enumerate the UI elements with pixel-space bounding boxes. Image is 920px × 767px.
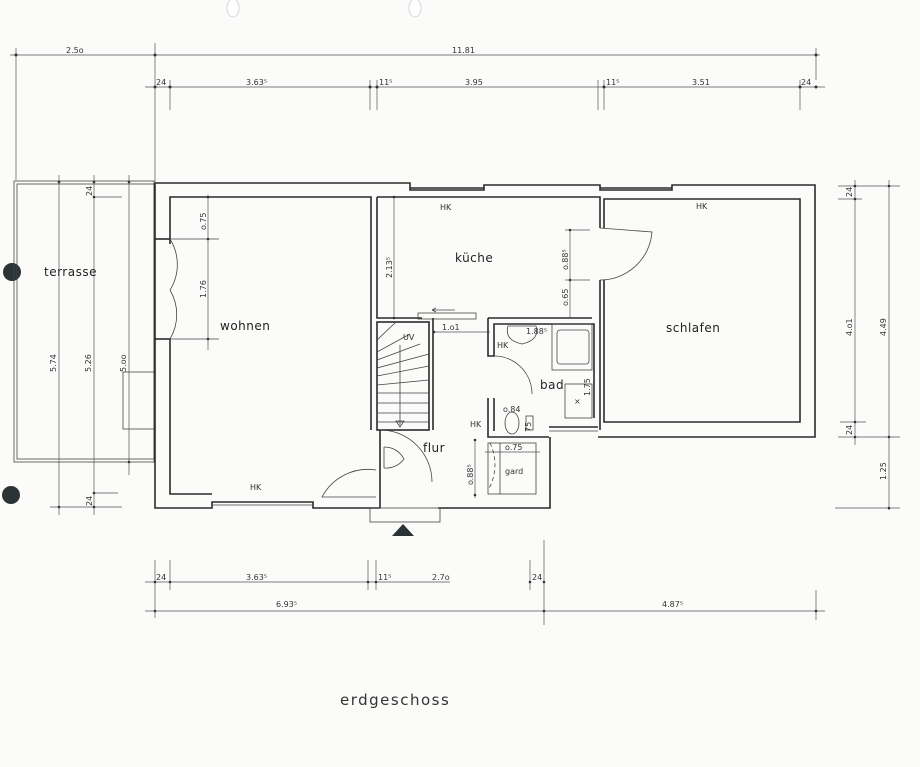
heater-label-wohnen: HK bbox=[250, 483, 262, 492]
heater-label-flur: HK bbox=[470, 420, 482, 429]
dim-terrasse-bottom: 24 bbox=[85, 496, 94, 506]
heater-label-bad: HK bbox=[497, 341, 509, 350]
dim-gard-width: o.75 bbox=[505, 443, 522, 452]
dim-top-24-right: 24 bbox=[801, 78, 811, 87]
dim-bad-small: 75 bbox=[524, 422, 533, 432]
binder-holes bbox=[2, 0, 422, 504]
room-wohnen: o.75 1.76 wohnen HK bbox=[155, 195, 372, 495]
dim-wohnen-door-width: 1.76 bbox=[199, 280, 208, 298]
dim-bottom-right-total: 4.87⁵ bbox=[662, 600, 683, 609]
room-flur: 1.o1 flur o.88⁵ bbox=[321, 318, 496, 536]
dim-right-total: 4.49 bbox=[879, 318, 888, 336]
dim-flur-door: o.88⁵ bbox=[466, 464, 475, 485]
dim-top-wohnen: 3.63⁵ bbox=[246, 78, 267, 87]
top-dimensions: 2.5o 11.81 24 3.63⁵ 11⁵ 3.95 11⁵ 3.51 24 bbox=[10, 43, 825, 190]
dim-bottom-24-left: 24 bbox=[156, 573, 166, 582]
dim-bad-width: 1.88⁵ bbox=[526, 327, 547, 336]
dim-kueche-height: 2.13⁵ bbox=[385, 257, 394, 278]
terrace: terrasse 5.74 5.26 5.oo 24 24 bbox=[13, 175, 155, 515]
dim-terrasse-outer: 5.74 bbox=[49, 354, 58, 372]
dim-right-top: 24 bbox=[845, 187, 854, 197]
dim-right-inner: 4.o1 bbox=[845, 318, 854, 336]
dim-right-extra: 1.25 bbox=[879, 462, 888, 480]
dim-kueche-lower: o.65 bbox=[561, 289, 570, 306]
dim-bottom-flur: 2.7o bbox=[432, 573, 450, 582]
room-label-schlafen: schlafen bbox=[666, 321, 720, 335]
dim-flur-width: 1.o1 bbox=[442, 323, 460, 332]
room-label-flur: flur bbox=[423, 441, 445, 455]
dim-bottom-wall: 11⁵ bbox=[378, 573, 391, 582]
uv-label: UV bbox=[403, 333, 415, 342]
dim-top-wall-2: 11⁵ bbox=[606, 78, 619, 87]
room-label-gard: gard bbox=[505, 467, 523, 476]
dim-top-kueche: 3.95 bbox=[465, 78, 483, 87]
shower-drain-mark: × bbox=[574, 397, 581, 406]
room-kueche: 2.13⁵ o.88⁵ o.65 küche HK bbox=[376, 195, 653, 430]
dim-terrasse-width: 2.5o bbox=[66, 46, 84, 55]
dim-bottom-wohnen: 3.63⁵ bbox=[246, 573, 267, 582]
dim-top-schlafen: 3.51 bbox=[692, 78, 710, 87]
room-label-bad: bad bbox=[540, 378, 564, 392]
room-label-kueche: küche bbox=[455, 251, 493, 265]
room-label-wohnen: wohnen bbox=[220, 319, 270, 333]
right-dimensions: 24 4.o1 4.49 24 1.25 bbox=[835, 180, 900, 510]
dim-bad-shower: 1.75 bbox=[583, 378, 592, 396]
dim-bottom-24-right: 24 bbox=[532, 573, 542, 582]
bottom-dimensions: 24 3.63⁵ 11⁵ 2.7o 24 6.93⁵ 4.87⁵ bbox=[145, 540, 825, 625]
dim-bottom-left-total: 6.93⁵ bbox=[276, 600, 297, 609]
heater-label-kueche: HK bbox=[440, 203, 452, 212]
dim-terrasse-inner: 5.oo bbox=[119, 354, 128, 372]
room-bad: × HK HK 1.88⁵ 1.75 o.84 75 bad bbox=[470, 318, 598, 438]
staircase: UV bbox=[376, 321, 430, 431]
room-gard: o.75 gard bbox=[485, 442, 540, 495]
dim-right-bottom: 24 bbox=[845, 425, 854, 435]
heater-label-schlafen: HK bbox=[696, 202, 708, 211]
floor-title: erdgeschoss bbox=[340, 691, 450, 709]
exterior-walls bbox=[154, 182, 816, 509]
dim-bad-wc: o.84 bbox=[503, 405, 520, 414]
room-label-terrasse: terrasse bbox=[44, 265, 97, 279]
dim-top-wall-1: 11⁵ bbox=[379, 78, 392, 87]
dim-total-width: 11.81 bbox=[452, 46, 475, 55]
dim-wohnen-door-top: o.75 bbox=[199, 213, 208, 230]
dim-kueche-door: o.88⁵ bbox=[561, 249, 570, 270]
room-schlafen: schlafen HK bbox=[603, 198, 801, 423]
dim-top-24-left: 24 bbox=[156, 78, 166, 87]
dim-terrasse-top: 24 bbox=[85, 186, 94, 196]
dim-terrasse-mid: 5.26 bbox=[84, 354, 93, 372]
